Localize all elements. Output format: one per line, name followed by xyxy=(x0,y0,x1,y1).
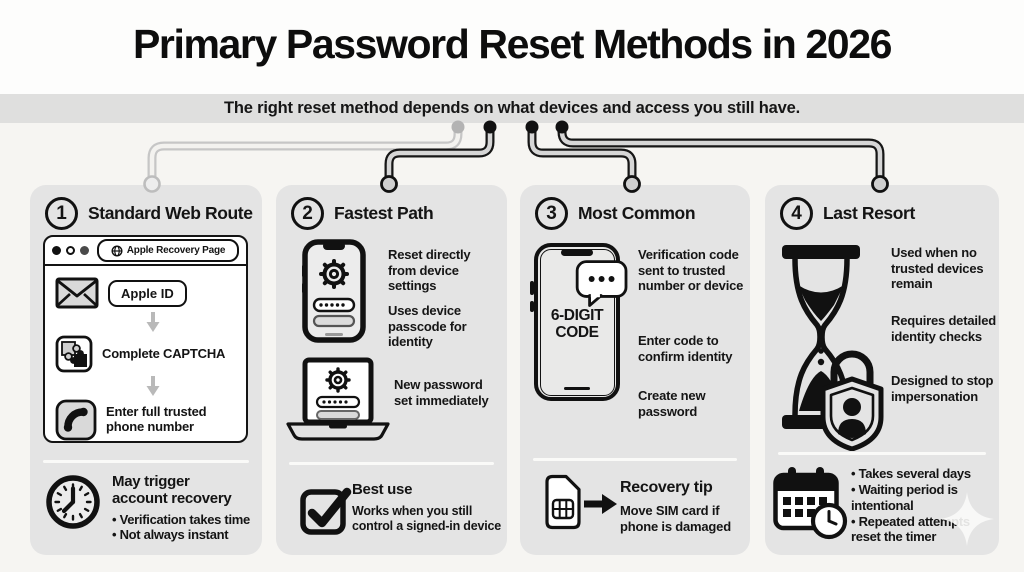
step-apple-id: Apple ID xyxy=(55,277,246,309)
down-arrow-icon xyxy=(146,312,160,332)
flow-arrow xyxy=(145,375,246,397)
card-fastest-path: 2 Fastest Path xyxy=(276,185,507,555)
puzzle-icon xyxy=(55,335,93,373)
card-title: Last Resort xyxy=(823,203,915,223)
sparkle-icon xyxy=(940,492,994,546)
window-dot-icon xyxy=(80,246,89,255)
subtitle-text: The right reset method depends on what d… xyxy=(224,99,800,117)
connector-line-2 xyxy=(380,120,497,193)
card-2-header: 2 Fastest Path xyxy=(291,197,434,230)
point-text: Verification code sent to trusted number… xyxy=(638,247,744,294)
connector-line-1 xyxy=(143,120,465,193)
footer-heading: Best use xyxy=(352,481,413,498)
card-last-resort: 4 Last Resort Used when no trusted devic… xyxy=(765,185,999,555)
card-1-footer: May trigger account recovery Verificatio… xyxy=(45,473,256,543)
apple-id-field[interactable]: Apple ID xyxy=(108,279,187,307)
footer-text: Move SIM card if phone is damaged xyxy=(620,503,731,534)
envelope-icon xyxy=(55,277,99,309)
footer-text: Works when you still control a signed-in… xyxy=(352,504,501,533)
browser-window: Apple Recovery Page Apple ID xyxy=(43,235,248,443)
point-text: Designed to stop impersonation xyxy=(891,373,994,404)
phone-number-label: Enter full trusted phone number xyxy=(106,404,207,434)
footer-bullet: Not always instant xyxy=(112,527,250,543)
laptop-settings-icon xyxy=(286,357,390,441)
point-text: Create new password xyxy=(638,388,706,419)
clock-icon xyxy=(46,475,100,529)
six-digit-code-label: 6-DIGIT CODE xyxy=(550,307,604,342)
footer-heading: Recovery tip xyxy=(620,479,713,496)
connector-line-3 xyxy=(525,120,641,193)
footer-bullet: Verification takes time xyxy=(112,512,251,528)
section-divider xyxy=(289,462,494,465)
phone-notch xyxy=(561,249,593,256)
footer-bullet: Takes several days xyxy=(851,466,993,482)
window-dot-icon xyxy=(52,246,61,255)
captcha-label: Complete CAPTCHA xyxy=(102,345,226,361)
subtitle-band: The right reset method depends on what d… xyxy=(0,94,1024,123)
footer-bullet: Waiting period is intentional xyxy=(851,482,993,514)
point-text: Requires detailed identity checks xyxy=(891,313,996,344)
page-title: Primary Password Reset Methods in 2026 xyxy=(132,21,892,67)
point-text: Reset directly from device settings xyxy=(388,247,471,294)
phone-side-button xyxy=(530,281,534,295)
phone-home-indicator xyxy=(564,387,590,390)
browser-toolbar: Apple Recovery Page xyxy=(45,237,246,266)
card-most-common: 3 Most Common 6-DIGIT CODE Verification … xyxy=(520,185,750,555)
section-divider xyxy=(43,460,249,463)
card-4-header: 4 Last Resort xyxy=(780,197,915,230)
card-title: Standard Web Route xyxy=(88,203,253,223)
url-bar[interactable]: Apple Recovery Page xyxy=(97,239,239,262)
window-dot-icon xyxy=(66,246,75,255)
phone-side-button xyxy=(530,301,534,312)
phone-receiver-icon xyxy=(55,399,97,441)
header-band xyxy=(0,0,1024,94)
point-text: Used when no trusted devices remain xyxy=(891,245,984,292)
section-divider xyxy=(533,458,737,461)
card-title: Fastest Path xyxy=(334,203,434,223)
point-text: Enter code to confirm identity xyxy=(638,333,733,364)
card-standard-web-route: 1 Standard Web Route Apple Recovery Page xyxy=(30,185,262,555)
point-text: New password set immediately xyxy=(394,377,489,408)
section-divider xyxy=(778,452,986,455)
calendar-clock-icon xyxy=(773,467,848,540)
step-captcha: Complete CAPTCHA xyxy=(55,335,246,373)
card-4-footer: Takes several days Waiting period is int… xyxy=(851,466,993,545)
number-badge: 3 xyxy=(535,197,568,230)
sim-card-icon xyxy=(545,474,581,530)
right-arrow-icon xyxy=(584,494,617,514)
flow-arrow xyxy=(145,311,246,333)
connector-line-4 xyxy=(555,120,889,193)
card-1-header: 1 Standard Web Route xyxy=(45,197,253,230)
step-phone-number: Enter full trusted phone number xyxy=(55,399,246,441)
hourglass-icon xyxy=(782,245,860,429)
footer-bullet: Repeated attempts reset the timer xyxy=(851,514,993,546)
speech-bubble-icon xyxy=(575,260,628,307)
point-text: Uses device passcode for identity xyxy=(388,303,467,350)
down-arrow-icon xyxy=(146,376,160,396)
checkbox-icon xyxy=(300,487,352,535)
number-badge: 1 xyxy=(45,197,78,230)
url-text: Apple Recovery Page xyxy=(126,245,226,256)
card-3-header: 3 Most Common xyxy=(535,197,696,230)
shield-person-lock-icon xyxy=(820,350,884,451)
card-title: Most Common xyxy=(578,203,696,223)
globe-icon xyxy=(111,244,123,257)
number-badge: 2 xyxy=(291,197,324,230)
smartphone-settings-icon xyxy=(302,239,366,343)
number-badge: 4 xyxy=(780,197,813,230)
footer-heading: May trigger account recovery xyxy=(112,473,232,508)
